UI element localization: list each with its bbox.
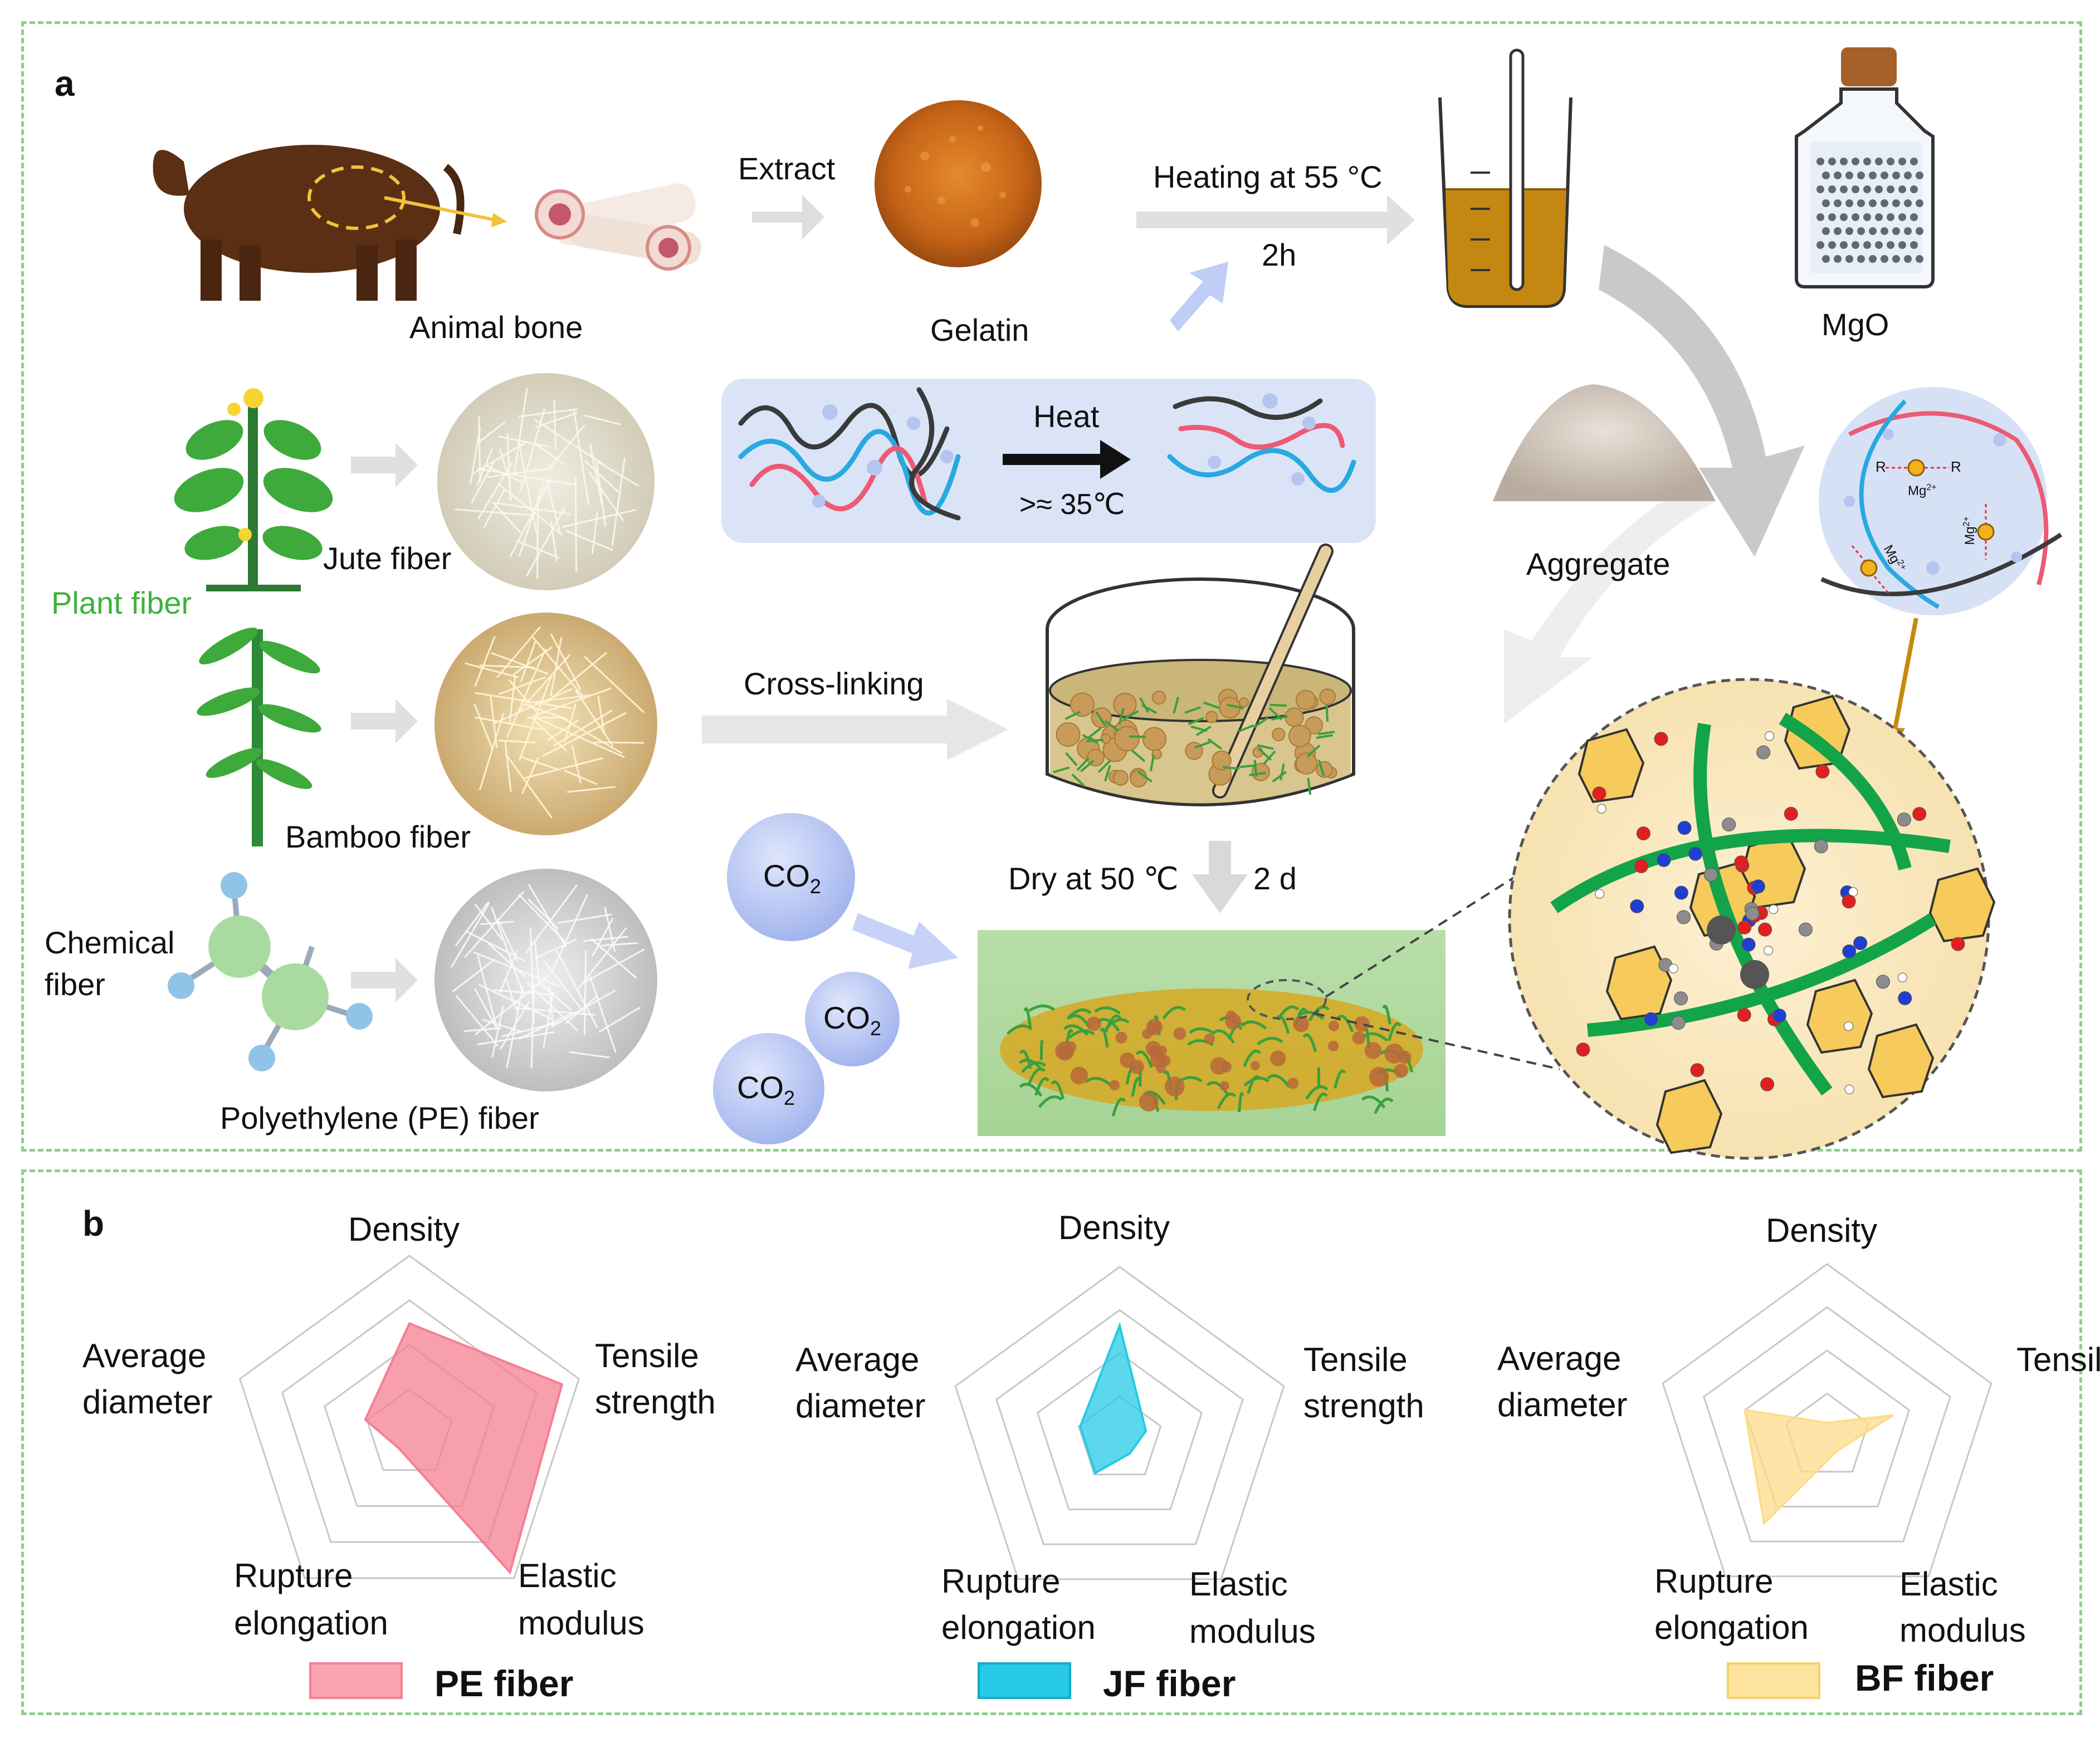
radar-ring [1703,1306,1951,1543]
r-label-1: R [1876,458,1886,475]
extract-label: Extract [738,151,836,186]
co2-label-1: CO2 [763,858,822,898]
panel-b [21,1169,2082,1715]
radar3-tensile-label-1: Tensile [2016,1341,2100,1378]
ethylene-molecule-icon [168,872,373,1071]
legend-label-pe: PE fiber [434,1663,574,1704]
bamboo-fiber-photo [434,613,657,835]
radar2-rupture-label-2: elongation [941,1609,1096,1646]
radar1-average-label-2: diameter [82,1383,213,1421]
legend-swatch-jf [978,1662,1071,1699]
radar1-rupture-label-2: elongation [234,1604,388,1642]
jute-plant-icon [174,388,333,591]
radar3-elastic-label-2: modulus [1899,1612,2026,1649]
radar1-density-label: Density [348,1211,460,1248]
radar1-tensile-label-2: strength [595,1383,716,1421]
co2-label-3: CO2 [737,1070,795,1110]
radar-chart-3 [1662,1263,1992,1578]
co2-bubble-1 [727,813,855,941]
dry-label: Dry at 50 ℃ [1008,861,1179,896]
radar3-density-label: Density [1766,1212,1878,1249]
radar1-elastic-label-1: Elastic [518,1557,617,1594]
radar2-average-label-2: diameter [795,1387,926,1424]
beaker-icon [1438,48,1572,308]
radar-ring [954,1266,1285,1580]
radar-series-polygon [364,1322,564,1575]
radar2-elastic-label-2: modulus [1189,1613,1316,1650]
bamboo-fiber-label: Bamboo fiber [285,819,471,854]
gelatin-label: Gelatin [930,312,1029,347]
radar-ring [995,1309,1244,1545]
heat-temp-label: >≈ 35℃ [1019,488,1125,521]
radar2-tensile-label-2: strength [1303,1387,1424,1424]
aggregate-pile [1493,384,1716,501]
radar2-average-label-1: Average [795,1341,920,1378]
pe-fiber-label: Polyethylene (PE) fiber [220,1100,539,1135]
jute-fiber-photo [437,373,655,590]
radar3-rupture-label-1: Rupture [1654,1563,1774,1600]
legend-label-bf: BF fiber [1855,1657,1994,1698]
jute-fiber-label: Jute fiber [323,541,452,576]
legend-swatch-pe [309,1662,403,1699]
cow-icon [153,145,507,301]
radar3-rupture-label-2: elongation [1654,1609,1809,1646]
legend-label-jf: JF fiber [1103,1663,1236,1704]
radar-series-polygon [1744,1408,1894,1526]
radar-series-polygon [1079,1321,1147,1475]
heat-label: Heat [1033,399,1100,434]
radar3-average-label-2: diameter [1497,1386,1628,1423]
radar3-average-label-1: Average [1497,1340,1622,1377]
plant-fiber-label: Plant fiber [51,585,192,620]
co2-label-2: CO2 [823,1000,882,1040]
cross-linking-label: Cross-linking [744,666,924,701]
gelatin-granules [875,100,1042,267]
aggregate-label: Aggregate [1526,546,1671,581]
panel-a [21,21,2082,1152]
mgo-label: MgO [1821,307,1889,342]
panel-b-label: b [82,1203,105,1243]
animal-bone-label: Animal bone [409,310,583,345]
radar2-elastic-label-1: Elastic [1189,1565,1288,1603]
heating-label: Heating at 55 °C [1153,159,1383,194]
radar-chart-2 [954,1266,1285,1580]
radar2-density-label: Density [1058,1209,1170,1246]
panel-a-label: a [55,63,75,104]
radar-ring [1744,1349,1911,1507]
radar-ring [1036,1352,1203,1510]
mg-label-1: Mg2+ [1908,483,1937,498]
co2-bubble-2 [805,972,900,1066]
radar-ring [1662,1263,1992,1578]
legend-swatch-bf [1727,1662,1820,1699]
chemical-fiber-label-2: fiber [45,967,105,1002]
radar1-tensile-label-1: Tensile [595,1337,699,1374]
radar3-elastic-label-1: Elastic [1899,1565,1998,1603]
co2-bubble-3 [713,1033,824,1144]
heating-time-label: 2h [1262,237,1297,272]
radar1-rupture-label-1: Rupture [234,1557,353,1594]
bone-icon [535,183,701,271]
radar1-elastic-label-2: modulus [518,1604,644,1642]
radar2-tensile-label-1: Tensile [1303,1341,1408,1378]
radar1-average-label-1: Average [82,1337,207,1374]
dry-time-label: 2 d [1253,861,1297,896]
radar-ring [238,1255,580,1579]
bamboo-icon [197,627,321,846]
chemical-fiber-label-1: Chemical [45,925,175,960]
radar-chart-1 [238,1255,580,1579]
radar2-rupture-label-1: Rupture [941,1563,1061,1600]
r-label-2: R [1951,458,1961,475]
